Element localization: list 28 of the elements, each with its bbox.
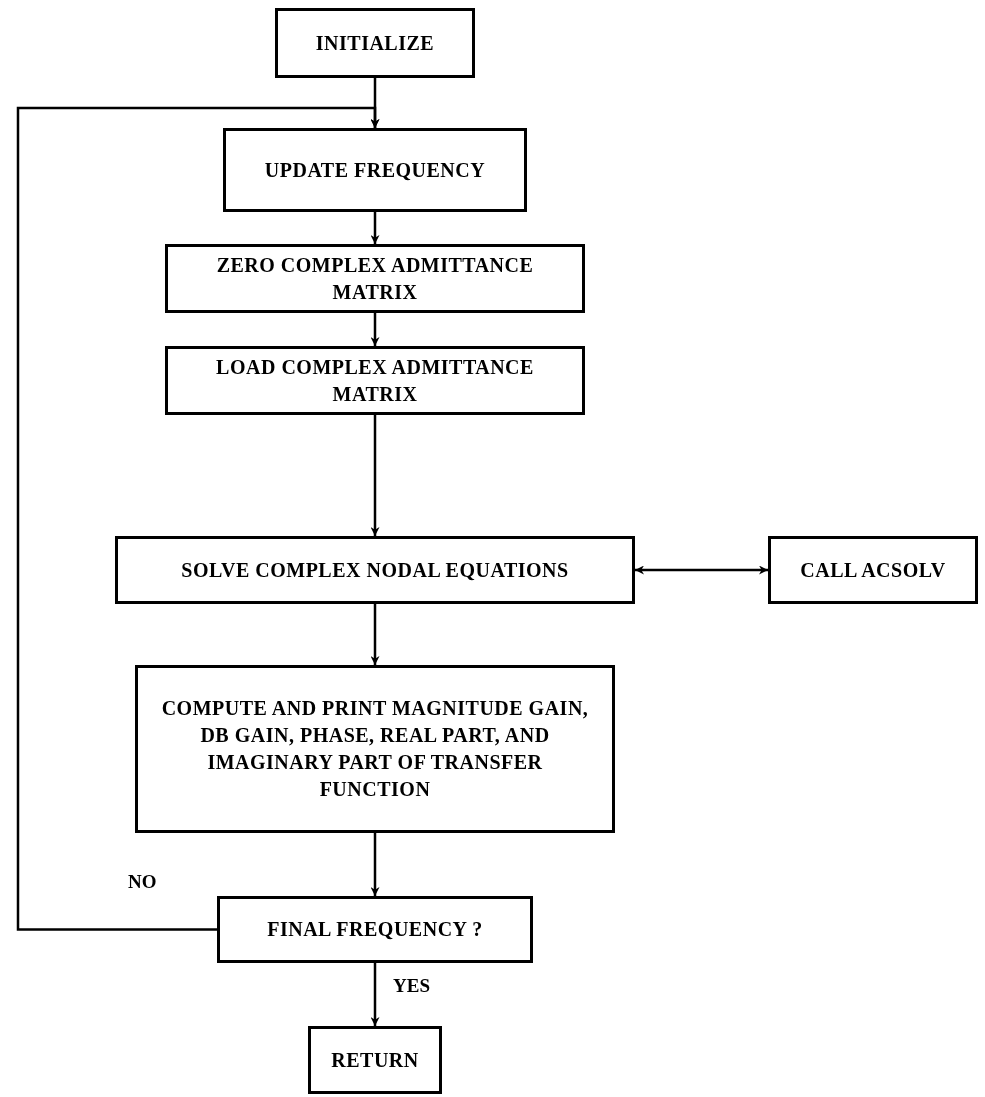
arrow bbox=[370, 833, 380, 896]
box-label: INITIALIZE bbox=[315, 30, 435, 56]
process-box bbox=[308, 1026, 442, 1094]
process-box bbox=[165, 346, 585, 415]
box-label: RETURN bbox=[331, 1047, 419, 1073]
edge-label: NO bbox=[128, 872, 157, 891]
box-label: FINAL FREQUENCY ? bbox=[267, 917, 483, 942]
arrow bbox=[635, 565, 768, 575]
process-box bbox=[768, 536, 978, 604]
arrow bbox=[370, 963, 380, 1026]
box-label: SOLVE COMPLEX NODAL EQUATIONS bbox=[181, 557, 569, 583]
arrow bbox=[370, 604, 380, 665]
process-box bbox=[165, 244, 585, 313]
arrow bbox=[370, 415, 380, 536]
process-box bbox=[223, 128, 527, 212]
edge-label: YES bbox=[393, 976, 430, 995]
process-box bbox=[135, 665, 615, 833]
box-label: CALL ACSOLV bbox=[800, 557, 946, 583]
box-label: ZERO COMPLEX ADMITTANCE MATRIX bbox=[215, 252, 535, 305]
process-box bbox=[217, 896, 533, 963]
box-label: COMPUTE AND PRINT MAGNITUDE GAIN, DB GAIN, PHASE, REAL PART, AND IMAGINARY PART OF TRANSFER FUNCTION bbox=[160, 696, 590, 802]
arrow bbox=[16, 106, 380, 931]
box-label: UPDATE FREQUENCY bbox=[264, 157, 486, 183]
box-label: LOAD COMPLEX ADMITTANCE MATRIX bbox=[215, 354, 535, 407]
process-box bbox=[115, 536, 635, 604]
process-box bbox=[275, 8, 475, 78]
arrow bbox=[370, 313, 380, 346]
arrow bbox=[370, 212, 380, 244]
